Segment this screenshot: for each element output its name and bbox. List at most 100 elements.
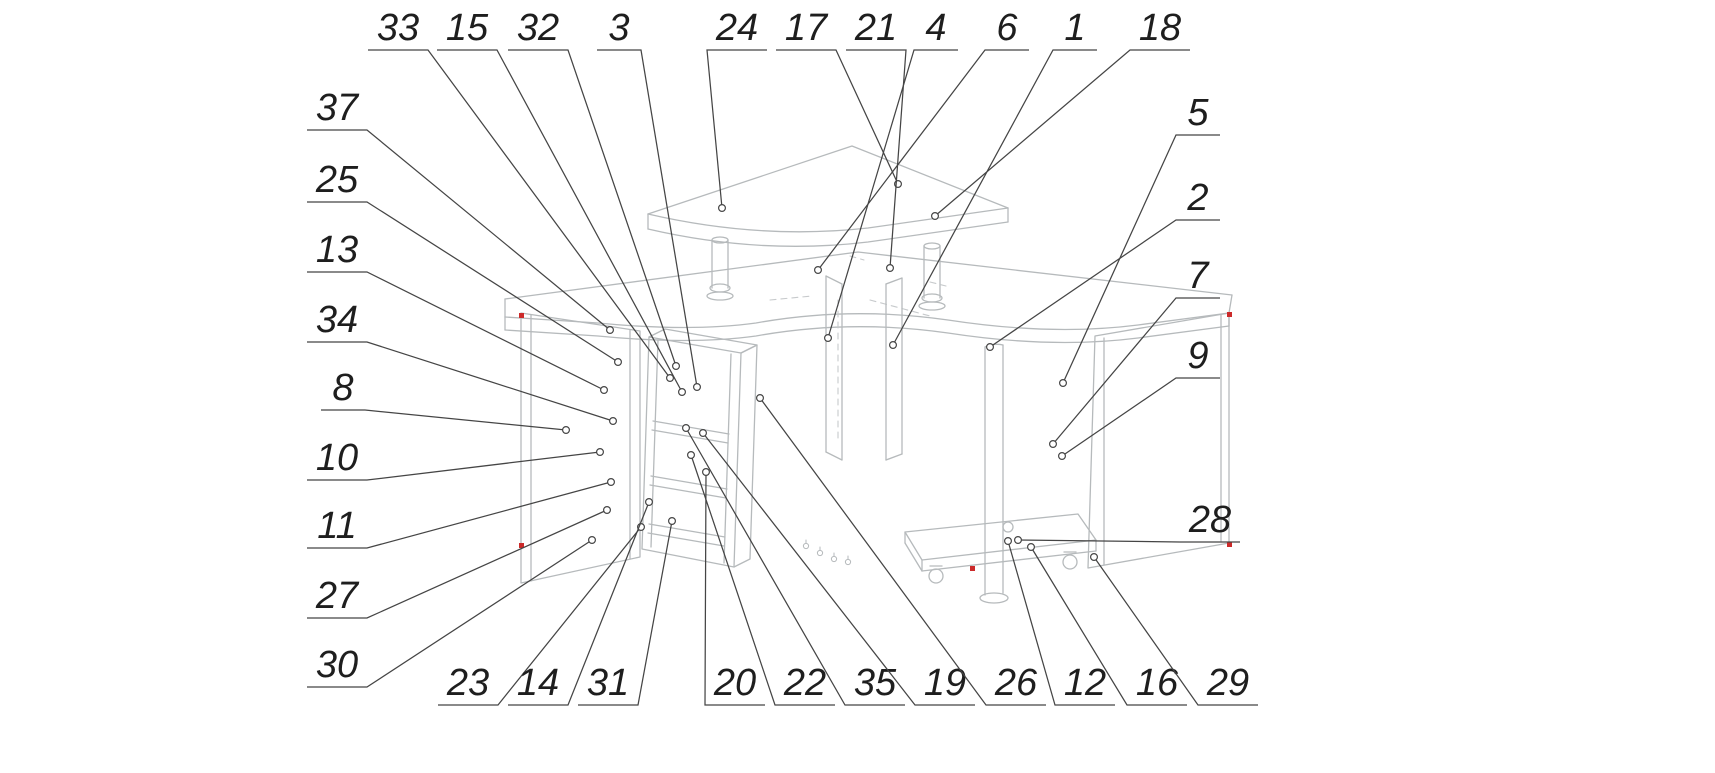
callout-leader-line [508,501,650,706]
callout-leader-line [307,481,612,549]
callout-number: 28 [1188,499,1231,541]
callout-number: 30 [316,644,358,686]
callout-number: 7 [1187,255,1210,297]
callout-number: 31 [587,662,629,704]
callout-leader-line [1052,297,1220,445]
callout-target-dot [602,506,611,515]
callout-target-dot [599,386,608,395]
callout-target-dot [677,388,686,397]
callout-target-dot [698,429,707,438]
callout-leader-line [1093,556,1258,706]
callout-leader-line [706,49,767,209]
callout-leader-line [307,201,619,363]
callout-target-dot [823,334,832,343]
callout-target-dot [608,417,617,426]
callout-number: 1 [1064,7,1085,49]
callout-number: 16 [1136,662,1179,704]
callout-number: 26 [994,662,1038,704]
shelf-pedestal [641,328,758,568]
callout-leader-line [892,49,1097,346]
callout-target-dot [1058,379,1067,388]
callout-target-dot [644,498,653,507]
callout-leader-line [1007,540,1115,706]
callout-leader-line [307,341,614,422]
callout-leader-line [307,271,605,391]
callout-leader-line [321,409,567,431]
callout-number: 11 [317,505,356,547]
callout-leader-line [759,397,1046,706]
callout-leader-line [368,49,671,379]
callout-leader-line [776,49,899,185]
callout-number: 9 [1187,335,1208,377]
callout-number: 23 [446,662,489,704]
callout-target-dot [587,535,596,544]
callout-number: 3 [608,7,629,49]
callout-target-dot [686,451,695,460]
callout-leader-line [1017,539,1240,543]
callout-leader-line [1030,546,1187,706]
callout-target-dot [1013,535,1022,544]
callout-target-dot [665,374,674,383]
callout-leader-line [508,49,677,367]
callout-target-dot [888,341,897,350]
callout-leader-line [578,520,673,706]
hardware-fasteners [802,539,852,566]
red-fitting-marks [519,312,1232,571]
callout-number: 24 [715,7,758,49]
callout-number: 17 [785,7,829,49]
callout-leader-line [437,49,683,393]
callout-leader-line [846,49,907,269]
callout-number: 20 [713,662,756,704]
callout-number: 27 [315,575,360,617]
callout-target-dot [1003,536,1012,545]
callout-leader-line [827,49,958,339]
callout-target-dot [1026,542,1035,551]
callout-target-dot [717,204,726,213]
callout-number: 21 [854,7,897,49]
callout-number: 32 [517,7,559,49]
callout-number: 35 [854,662,897,704]
callout-target-dot [595,448,604,457]
callout-target-dot [667,516,676,525]
callout-leader-line [1062,134,1220,384]
caster-wheel [1062,554,1078,570]
callout-target-dot [1089,552,1098,561]
callout-target-dot [1057,452,1066,461]
callout-leader-line [307,129,611,331]
callout-leader-line [597,49,698,388]
callout-number: 18 [1139,7,1181,49]
callout-target-dot [813,266,822,275]
callout-target-dot [671,362,680,371]
callout-leader-line [989,219,1220,348]
callout-target-dot [1048,440,1057,449]
callout-target-dot [701,468,710,477]
callout-number: 29 [1206,662,1249,704]
callout-leader-line [702,432,975,706]
callout-number: 8 [332,367,353,409]
callout-leader-line [934,49,1190,217]
callout-number: 12 [1064,662,1106,704]
callout-leader-line [1061,377,1220,457]
callout-leader-line [704,471,765,706]
callout-number: 34 [316,299,358,341]
callout-number: 37 [316,87,360,129]
upper-shelf [647,145,1009,311]
callout-number: 22 [783,662,826,704]
callout-number: 15 [446,7,489,49]
callout-target-dot [605,326,614,335]
callout-target-dot [606,478,615,487]
callout-number: 14 [517,662,559,704]
callout-target-dot [613,358,622,367]
callout-number: 6 [996,7,1018,49]
callout-number: 25 [315,159,359,201]
callout-target-dot [755,394,764,403]
callout-target-dot [930,212,939,221]
callout-number: 2 [1186,177,1208,219]
callout-target-dot [692,383,701,392]
callout-target-dot [561,426,570,435]
desk-line-art [504,145,1233,604]
callout-number: 13 [316,229,358,271]
callout-leader-line [685,427,905,706]
callout-leader-line [817,49,1029,271]
